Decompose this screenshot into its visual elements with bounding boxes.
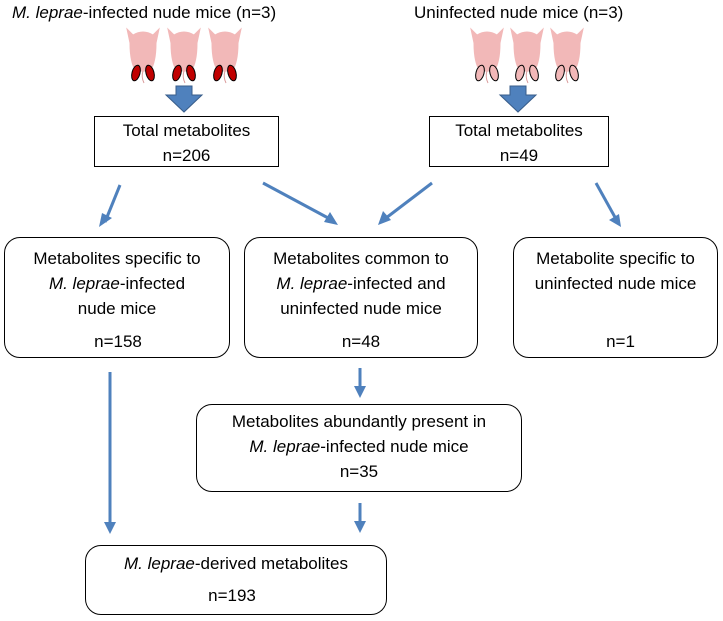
uninfected-mouse-icon <box>510 27 544 84</box>
specific-uninfected-count: n=1 <box>606 332 635 351</box>
infected-mouse-icon <box>167 27 201 84</box>
specific-infected-line3: nude mice <box>77 299 157 318</box>
uninfected-group-label: Uninfected nude mice (n=3) <box>414 3 624 22</box>
common-box: Metabolites common to M. leprae-infected… <box>244 237 478 358</box>
common-line2: M. leprae-infected and <box>276 274 446 293</box>
specific-uninfected-line1: Metabolite specific to <box>536 249 695 268</box>
specific-uninfected-line2: uninfected nude mice <box>534 274 697 293</box>
block-arrow-infected <box>164 85 204 113</box>
infected-group-label: M. leprae-infected nude mice (n=3) <box>12 3 277 22</box>
total-uninfected-count: n=49 <box>499 146 539 165</box>
infected-mouse-icon <box>126 27 160 84</box>
block-arrow-uninfected <box>498 85 538 113</box>
arrow-total-to-specific-uninfected <box>594 182 618 220</box>
flow-arrows <box>99 181 621 534</box>
abundant-line2: M. leprae-infected nude mice <box>249 437 469 456</box>
derived-count: n=193 <box>208 586 256 605</box>
specific-infected-count: n=158 <box>94 332 142 351</box>
specific-infected-line2: M. leprae-infected <box>48 274 186 293</box>
abundant-count: n=35 <box>339 462 379 481</box>
specific-infected-line1: Metabolites specific to <box>33 249 201 268</box>
uninfected-mouse-icon <box>550 27 584 84</box>
uninfected-mouse-icon <box>470 27 504 84</box>
total-metabolites-infected-box: Total metabolites n=206 <box>94 116 279 167</box>
abundant-line1: Metabolites abundantly present in <box>231 412 487 431</box>
specific-uninfected-box: Metabolite specific to uninfected nude m… <box>513 237 718 358</box>
common-count: n=48 <box>341 332 381 351</box>
arrow-total-infected-to-common <box>262 181 331 221</box>
common-line1: Metabolites common to <box>273 249 449 268</box>
common-line3: uninfected nude mice <box>280 299 442 318</box>
derived-box: M. leprae-derived metabolites n=193 <box>85 545 387 615</box>
specific-infected-box: Metabolites specific to M. leprae-infect… <box>4 237 230 358</box>
total-metabolites-uninfected-box: Total metabolites n=49 <box>429 116 609 167</box>
abundant-box: Metabolites abundantly present in M. lep… <box>196 404 522 492</box>
arrow-total-uninfected-to-common <box>385 181 433 220</box>
total-infected-title: Total metabolites <box>122 121 251 140</box>
total-infected-count: n=206 <box>162 146 211 165</box>
infected-mouse-icon <box>208 27 242 84</box>
total-uninfected-title: Total metabolites <box>455 121 583 140</box>
derived-line1: M. leprae-derived metabolites <box>124 554 348 573</box>
